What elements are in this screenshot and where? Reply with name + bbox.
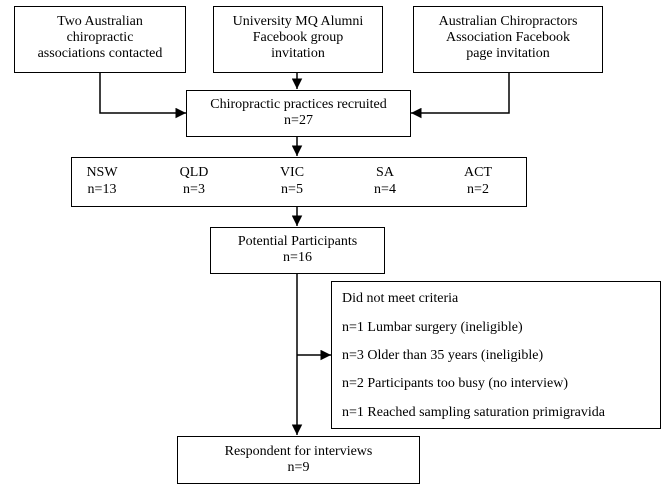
excluded-item: n=1 Lumbar surgery (ineligible) (342, 320, 523, 335)
source-line: University MQ Alumni (232, 14, 364, 29)
respondents-title: Respondent for interviews (224, 444, 373, 459)
region-count: n=2 (467, 182, 489, 197)
source-line: invitation (271, 46, 325, 61)
regions-box: NSW n=13 QLD n=3 VIC n=5 SA n=4 ACT n=2 (71, 157, 527, 207)
source-line: Facebook group (252, 30, 344, 45)
region-name: SA (376, 165, 394, 180)
source-line: associations contacted (37, 46, 163, 61)
arrow-source-1-to-practices (99, 72, 186, 119)
excluded-item: n=3 Older than 35 years (ineligible) (342, 348, 544, 363)
practices-title: Chiropractic practices recruited (210, 97, 387, 112)
respondents-count: n=9 (287, 460, 310, 475)
source-box-associations: Two Australian chiropractic associations… (14, 6, 186, 73)
source-box-alumni: University MQ Alumni Facebook group invi… (213, 6, 383, 73)
potential-count: n=16 (283, 250, 312, 265)
arrow-source-3-to-practices (411, 72, 510, 119)
region-name: QLD (179, 165, 209, 180)
region-count: n=4 (374, 182, 396, 197)
excluded-title: Did not meet criteria (342, 291, 459, 306)
potential-title: Potential Participants (237, 234, 358, 249)
region-act: ACT n=2 (448, 164, 508, 198)
region-sa: SA n=4 (355, 164, 415, 198)
respondents-box: Respondent for interviews n=9 (177, 436, 420, 484)
region-nsw: NSW n=13 (72, 164, 132, 198)
practices-count: n=27 (284, 113, 313, 128)
source-line: Association Facebook (445, 30, 571, 45)
region-count: n=13 (87, 182, 117, 197)
region-name: ACT (464, 165, 492, 180)
region-qld: QLD n=3 (164, 164, 224, 198)
excluded-item: n=2 Participants too busy (no interview) (342, 376, 569, 391)
excluded-item: n=1 Reached sampling saturation primigra… (342, 405, 605, 420)
source-line: chiropractic (66, 30, 134, 45)
source-line: page invitation (466, 46, 550, 61)
source-box-aca: Australian Chiropractors Association Fac… (413, 6, 603, 73)
source-line: Australian Chiropractors (438, 14, 578, 29)
region-vic: VIC n=5 (262, 164, 322, 198)
practices-box: Chiropractic practices recruited n=27 (186, 90, 411, 137)
source-line: Two Australian (57, 14, 143, 29)
region-name: NSW (86, 165, 118, 180)
region-count: n=5 (281, 182, 303, 197)
potential-box: Potential Participants n=16 (210, 227, 385, 274)
region-name: VIC (279, 165, 305, 180)
region-count: n=3 (183, 182, 205, 197)
excluded-box: Did not meet criteria n=1 Lumbar surgery… (331, 281, 661, 429)
